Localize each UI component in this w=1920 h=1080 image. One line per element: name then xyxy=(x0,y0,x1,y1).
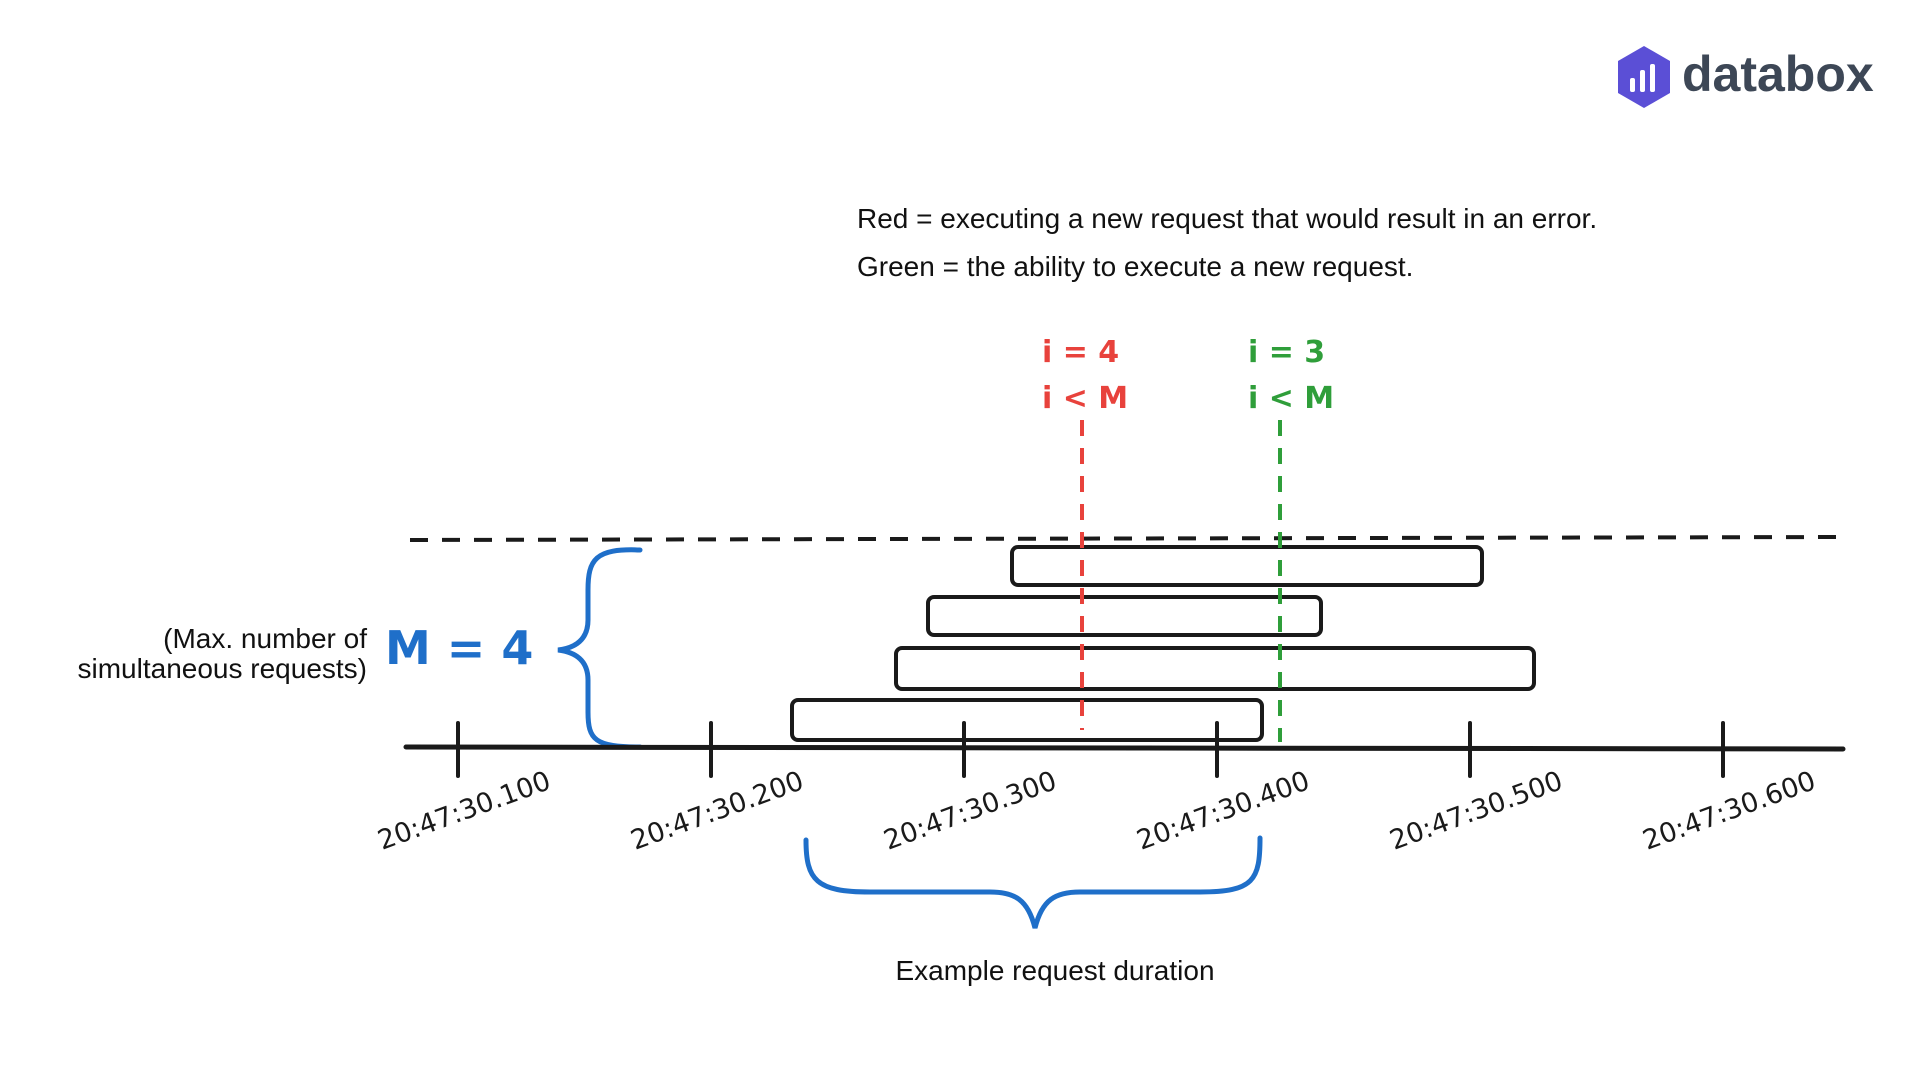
legend-red: Red = executing a new request that would… xyxy=(857,203,1597,234)
max-capacity-dashed-line xyxy=(409,535,1844,542)
red-marker-i-label: i = 4 xyxy=(1042,335,1119,370)
timeline-tick-label: 20:47:30.200 xyxy=(627,765,808,856)
logo-bar-icon xyxy=(1650,64,1655,92)
timeline-ticks: 20:47:30.100 20:47:30.200 20:47:30.300 20:4… xyxy=(374,721,1820,857)
timeline-tick-label: 20:47:30.600 xyxy=(1639,765,1820,856)
capacity-m-label: M = 4 xyxy=(385,621,533,675)
red-marker-cond-label: i < M xyxy=(1042,381,1128,416)
timeline-axis xyxy=(403,744,1846,752)
green-marker-i-label: i = 3 xyxy=(1248,335,1325,370)
duration-brace xyxy=(803,835,1263,929)
request-bar xyxy=(926,595,1323,637)
logo-bar-icon xyxy=(1630,78,1635,92)
legend-green: Green = the ability to execute a new req… xyxy=(857,251,1413,282)
capacity-description-line2: simultaneous requests) xyxy=(78,653,367,684)
timeline-tick-label: 20:47:30.300 xyxy=(880,765,1061,856)
capacity-description-line1: (Max. number of xyxy=(163,623,367,654)
timeline-tick-label: 20:47:30.500 xyxy=(1386,765,1567,856)
databox-logo: databox xyxy=(1618,46,1874,108)
green-marker-cond-label: i < M xyxy=(1248,381,1334,416)
request-bar xyxy=(1010,545,1484,587)
request-bar xyxy=(894,646,1536,691)
timeline-tick-label: 20:47:30.400 xyxy=(1133,765,1314,856)
duration-caption: Example request duration xyxy=(895,955,1214,986)
logo-bar-icon xyxy=(1640,70,1645,92)
request-bar xyxy=(790,698,1264,742)
timeline-tick-label: 20:47:30.100 xyxy=(374,765,555,856)
logo-text: databox xyxy=(1682,46,1874,102)
capacity-brace xyxy=(557,547,643,750)
